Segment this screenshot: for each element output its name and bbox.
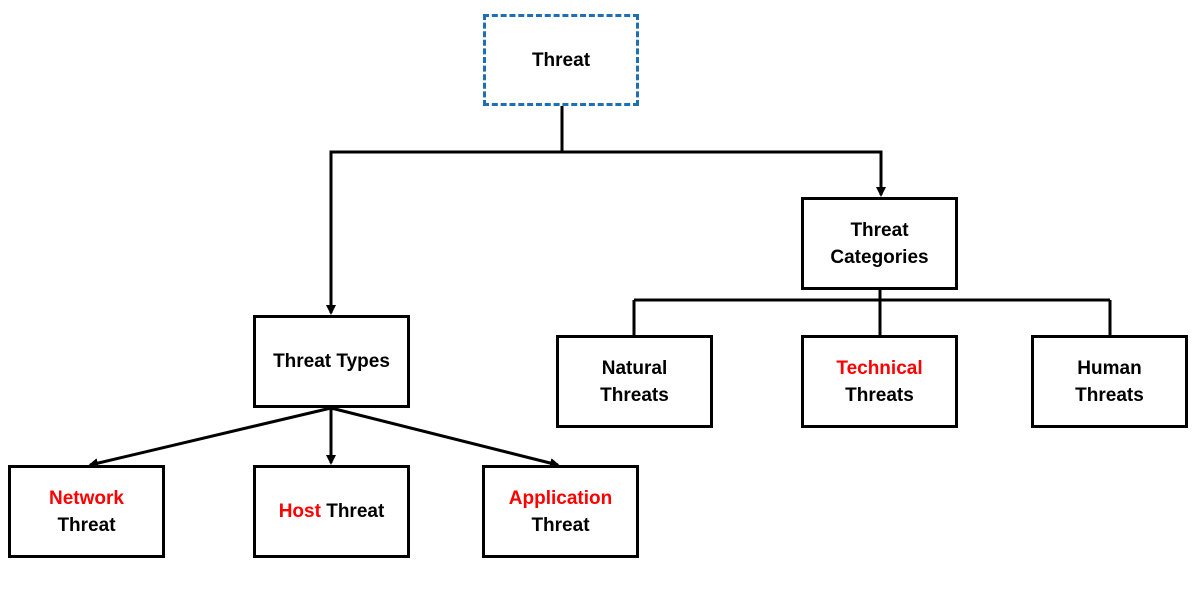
node-threat-categories-line2: Categories xyxy=(830,246,929,268)
connector-to-network xyxy=(88,406,332,469)
node-human-threats: Human Threats xyxy=(1031,335,1188,428)
node-host-threat-suffix: Threat xyxy=(320,501,385,522)
node-host-threat-highlight: Host xyxy=(278,501,321,522)
node-threat: Threat xyxy=(483,14,639,106)
node-application-threat: Application Threat xyxy=(482,465,639,558)
node-technical-threats: Technical Threats xyxy=(801,335,958,428)
connector-root-to-types xyxy=(326,150,562,315)
node-natural-threats-line2: Threats xyxy=(600,384,669,406)
node-technical-threats-line2: Threats xyxy=(845,384,914,406)
node-threat-types: Threat Types xyxy=(253,315,410,408)
node-threat-categories-line1: Threat xyxy=(850,219,909,241)
node-network-threat-line2: Threat xyxy=(57,514,116,536)
node-network-threat: Network Threat xyxy=(8,465,165,558)
node-natural-threats-line1: Natural xyxy=(601,357,668,379)
node-application-threat-highlight: Application xyxy=(508,487,613,509)
node-technical-threats-highlight: Technical xyxy=(836,357,923,379)
node-network-threat-highlight: Network xyxy=(49,487,124,509)
node-human-threats-line1: Human xyxy=(1077,357,1142,379)
connector-root-to-categories xyxy=(562,150,886,197)
node-threat-categories: Threat Categories xyxy=(801,197,958,290)
node-host-threat-label: Host Threat xyxy=(279,498,385,525)
node-threat-label: Threat xyxy=(531,49,591,71)
node-host-threat: Host Threat xyxy=(253,465,410,558)
node-threat-types-label: Threat Types xyxy=(273,351,390,372)
connector-to-application xyxy=(330,406,560,468)
node-human-threats-line2: Threats xyxy=(1075,384,1144,406)
node-natural-threats: Natural Threats xyxy=(556,335,713,428)
node-application-threat-line2: Threat xyxy=(531,514,590,536)
